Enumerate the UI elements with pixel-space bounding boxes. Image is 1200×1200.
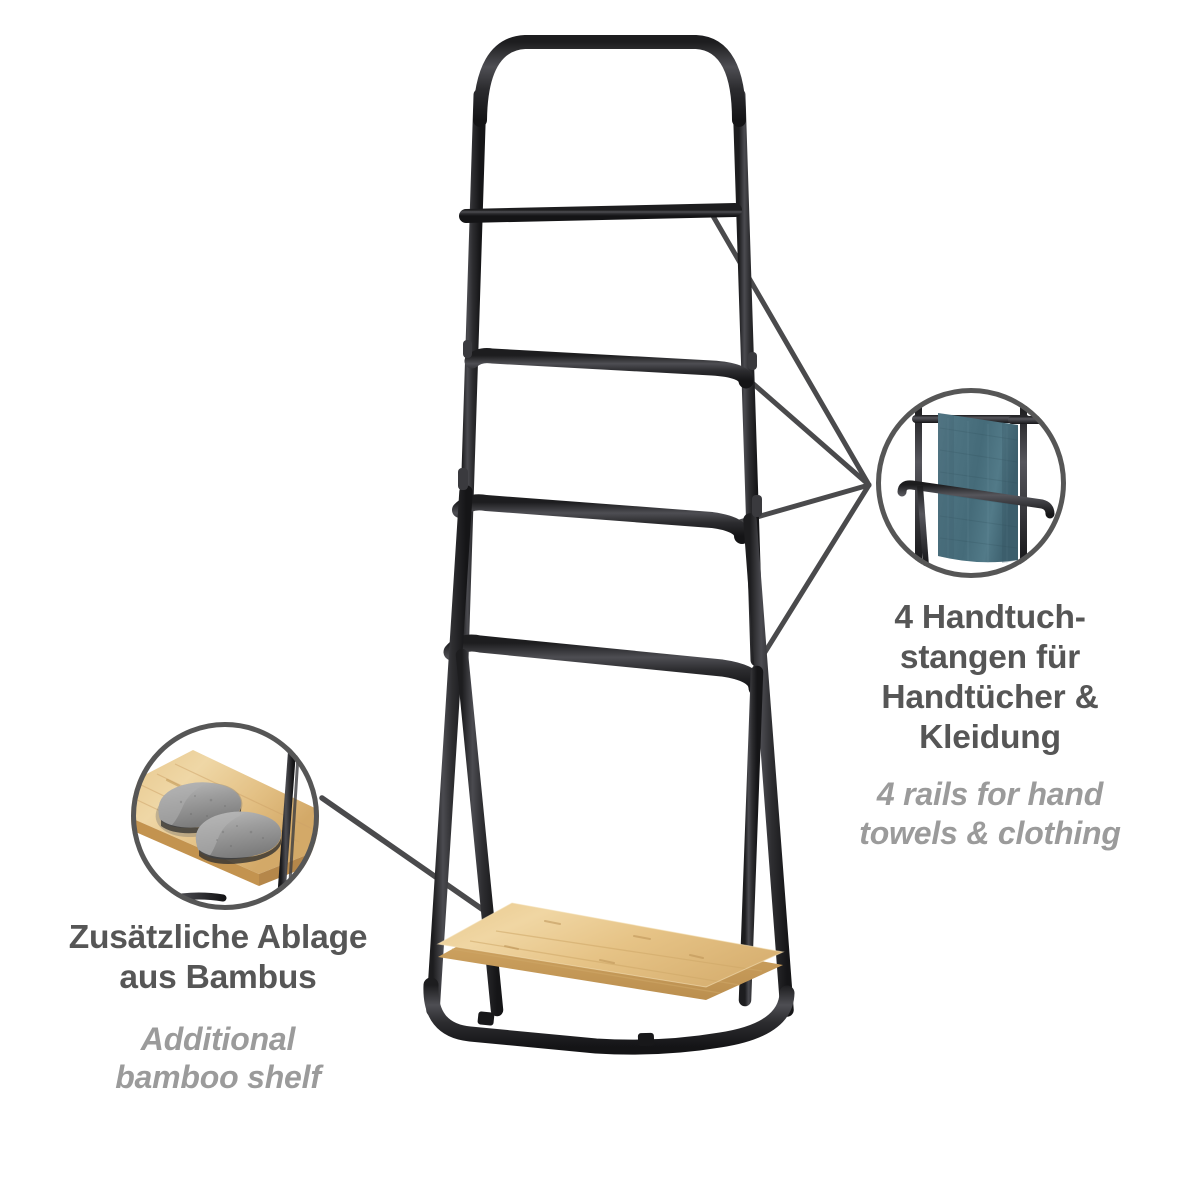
callout-shelf-image [131, 722, 319, 910]
towel-rack-post-right [1020, 406, 1027, 566]
rail-2 [464, 348, 754, 389]
frame-top-arch [473, 35, 746, 127]
callout-towel-rails[interactable] [876, 388, 1066, 578]
foot-cap-left [477, 1011, 495, 1026]
frame-base-bar [423, 977, 795, 1055]
leader-line-shelf [319, 795, 495, 919]
rack-post-highlight [287, 739, 301, 899]
towel-rails-label-de: 4 Handtuch- stangen für Handtücher & Kle… [881, 599, 1099, 756]
towel-rack-leg [917, 485, 929, 567]
bamboo-shelf-label-de: Zusätzliche Ablage aus Bambus [68, 919, 368, 996]
callout-text-bamboo-shelf: Zusätzliche Ablage aus Bambus Additional… [8, 918, 428, 1097]
rack-base-bar [145, 892, 227, 908]
callout-text-towel-rails: 4 Handtuch- stangen für Handtücher & Kle… [790, 598, 1190, 852]
slipper-front [195, 811, 282, 865]
slippers [155, 782, 282, 865]
foot-cap-right [637, 1032, 655, 1047]
callout-towel-image [876, 388, 1066, 578]
bamboo-shelf-label-en: Additional bamboo shelf [115, 1020, 321, 1096]
slipper-back [155, 782, 243, 838]
towel-rails-label-en: 4 rails for hand towels & clothing [859, 776, 1121, 851]
towel [938, 413, 1018, 564]
bamboo-shelf [436, 902, 785, 1000]
rail-connectors [458, 340, 762, 517]
rail-3 [452, 494, 750, 544]
towel-rack-bar-upper-front [1008, 416, 1046, 424]
frame-leg-front-left [426, 485, 473, 1017]
rail-1-top [459, 203, 742, 223]
towel-rack-bar-lower [897, 480, 1055, 519]
frame-leg-front-right [743, 513, 794, 1017]
rack-post [277, 737, 297, 901]
callout-bamboo-shelf[interactable] [131, 722, 319, 910]
rail-4 [443, 634, 766, 697]
